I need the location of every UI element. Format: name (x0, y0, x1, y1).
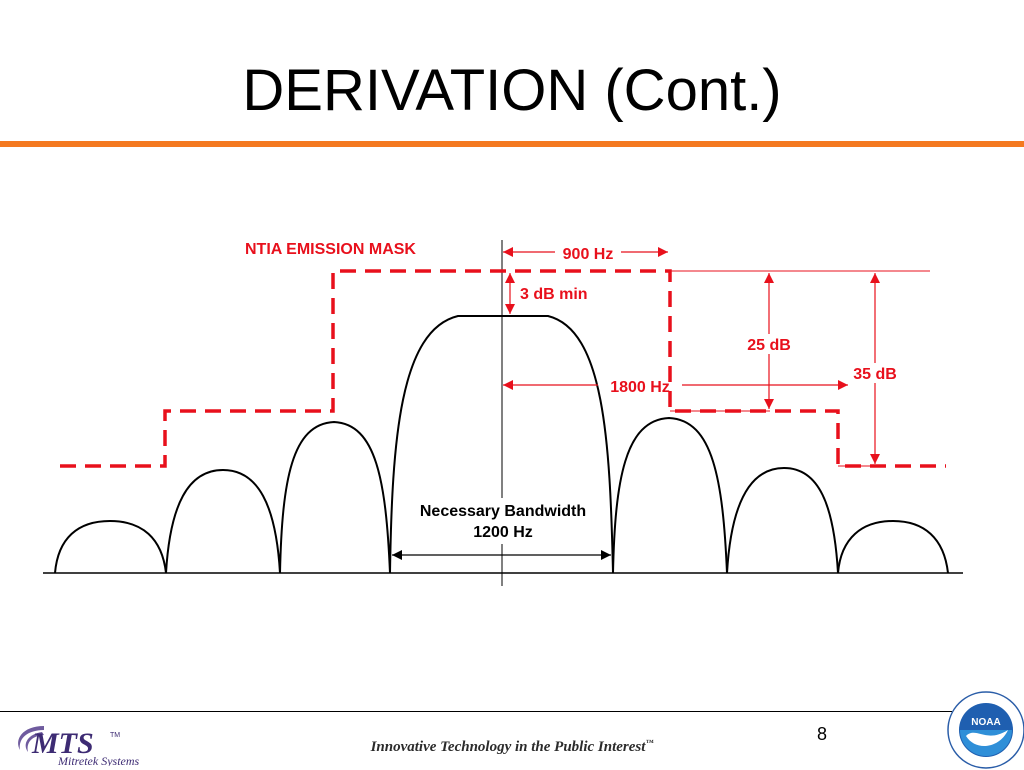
sidelobe-left-3 (54, 519, 167, 574)
necessary-bandwidth-value: 1200 Hz (473, 524, 533, 541)
dim-900-label: 900 Hz (563, 246, 614, 263)
mts-logo-text: MTS (31, 727, 94, 760)
mitretek-logo: MTS TM Mitretek Systems (18, 726, 140, 766)
sidelobe-right-3 (837, 519, 949, 574)
noaa-logo-text: NOAA (971, 717, 1000, 728)
footer-tagline: Innovative Technology in the Public Inte… (0, 738, 1024, 756)
dim-3db-label: 3 dB min (520, 286, 588, 303)
title-accent-rule (0, 141, 1024, 147)
emission-mask-label: NTIA EMISSION MASK (245, 241, 416, 258)
dim-1800-label: 1800 Hz (610, 379, 670, 396)
page-number: 8 (816, 724, 827, 744)
emission-mask-line (60, 269, 946, 468)
tagline-trademark: ™ (645, 738, 654, 747)
tagline-text: Innovative Technology in the Public Inte… (370, 739, 646, 755)
mts-logo-mark: TM (110, 732, 120, 739)
main-lobe (389, 315, 614, 574)
mts-logo-subtitle: Mitretek Systems (57, 754, 140, 766)
dim-35db-label: 35 dB (853, 366, 897, 383)
sidelobe-right-2 (726, 466, 839, 574)
dim-25db-label: 25 dB (747, 337, 791, 354)
noaa-logo: NOAA (947, 691, 1024, 769)
sidelobe-left-1 (279, 420, 391, 574)
spectrum-lobes (54, 315, 949, 574)
footer-rule (0, 711, 952, 712)
sidelobe-left-2 (165, 468, 281, 574)
necessary-bandwidth-label: Necessary Bandwidth (420, 503, 586, 520)
slide-title: DERIVATION (Cont.) (242, 58, 782, 123)
sidelobe-right-1 (612, 416, 728, 574)
